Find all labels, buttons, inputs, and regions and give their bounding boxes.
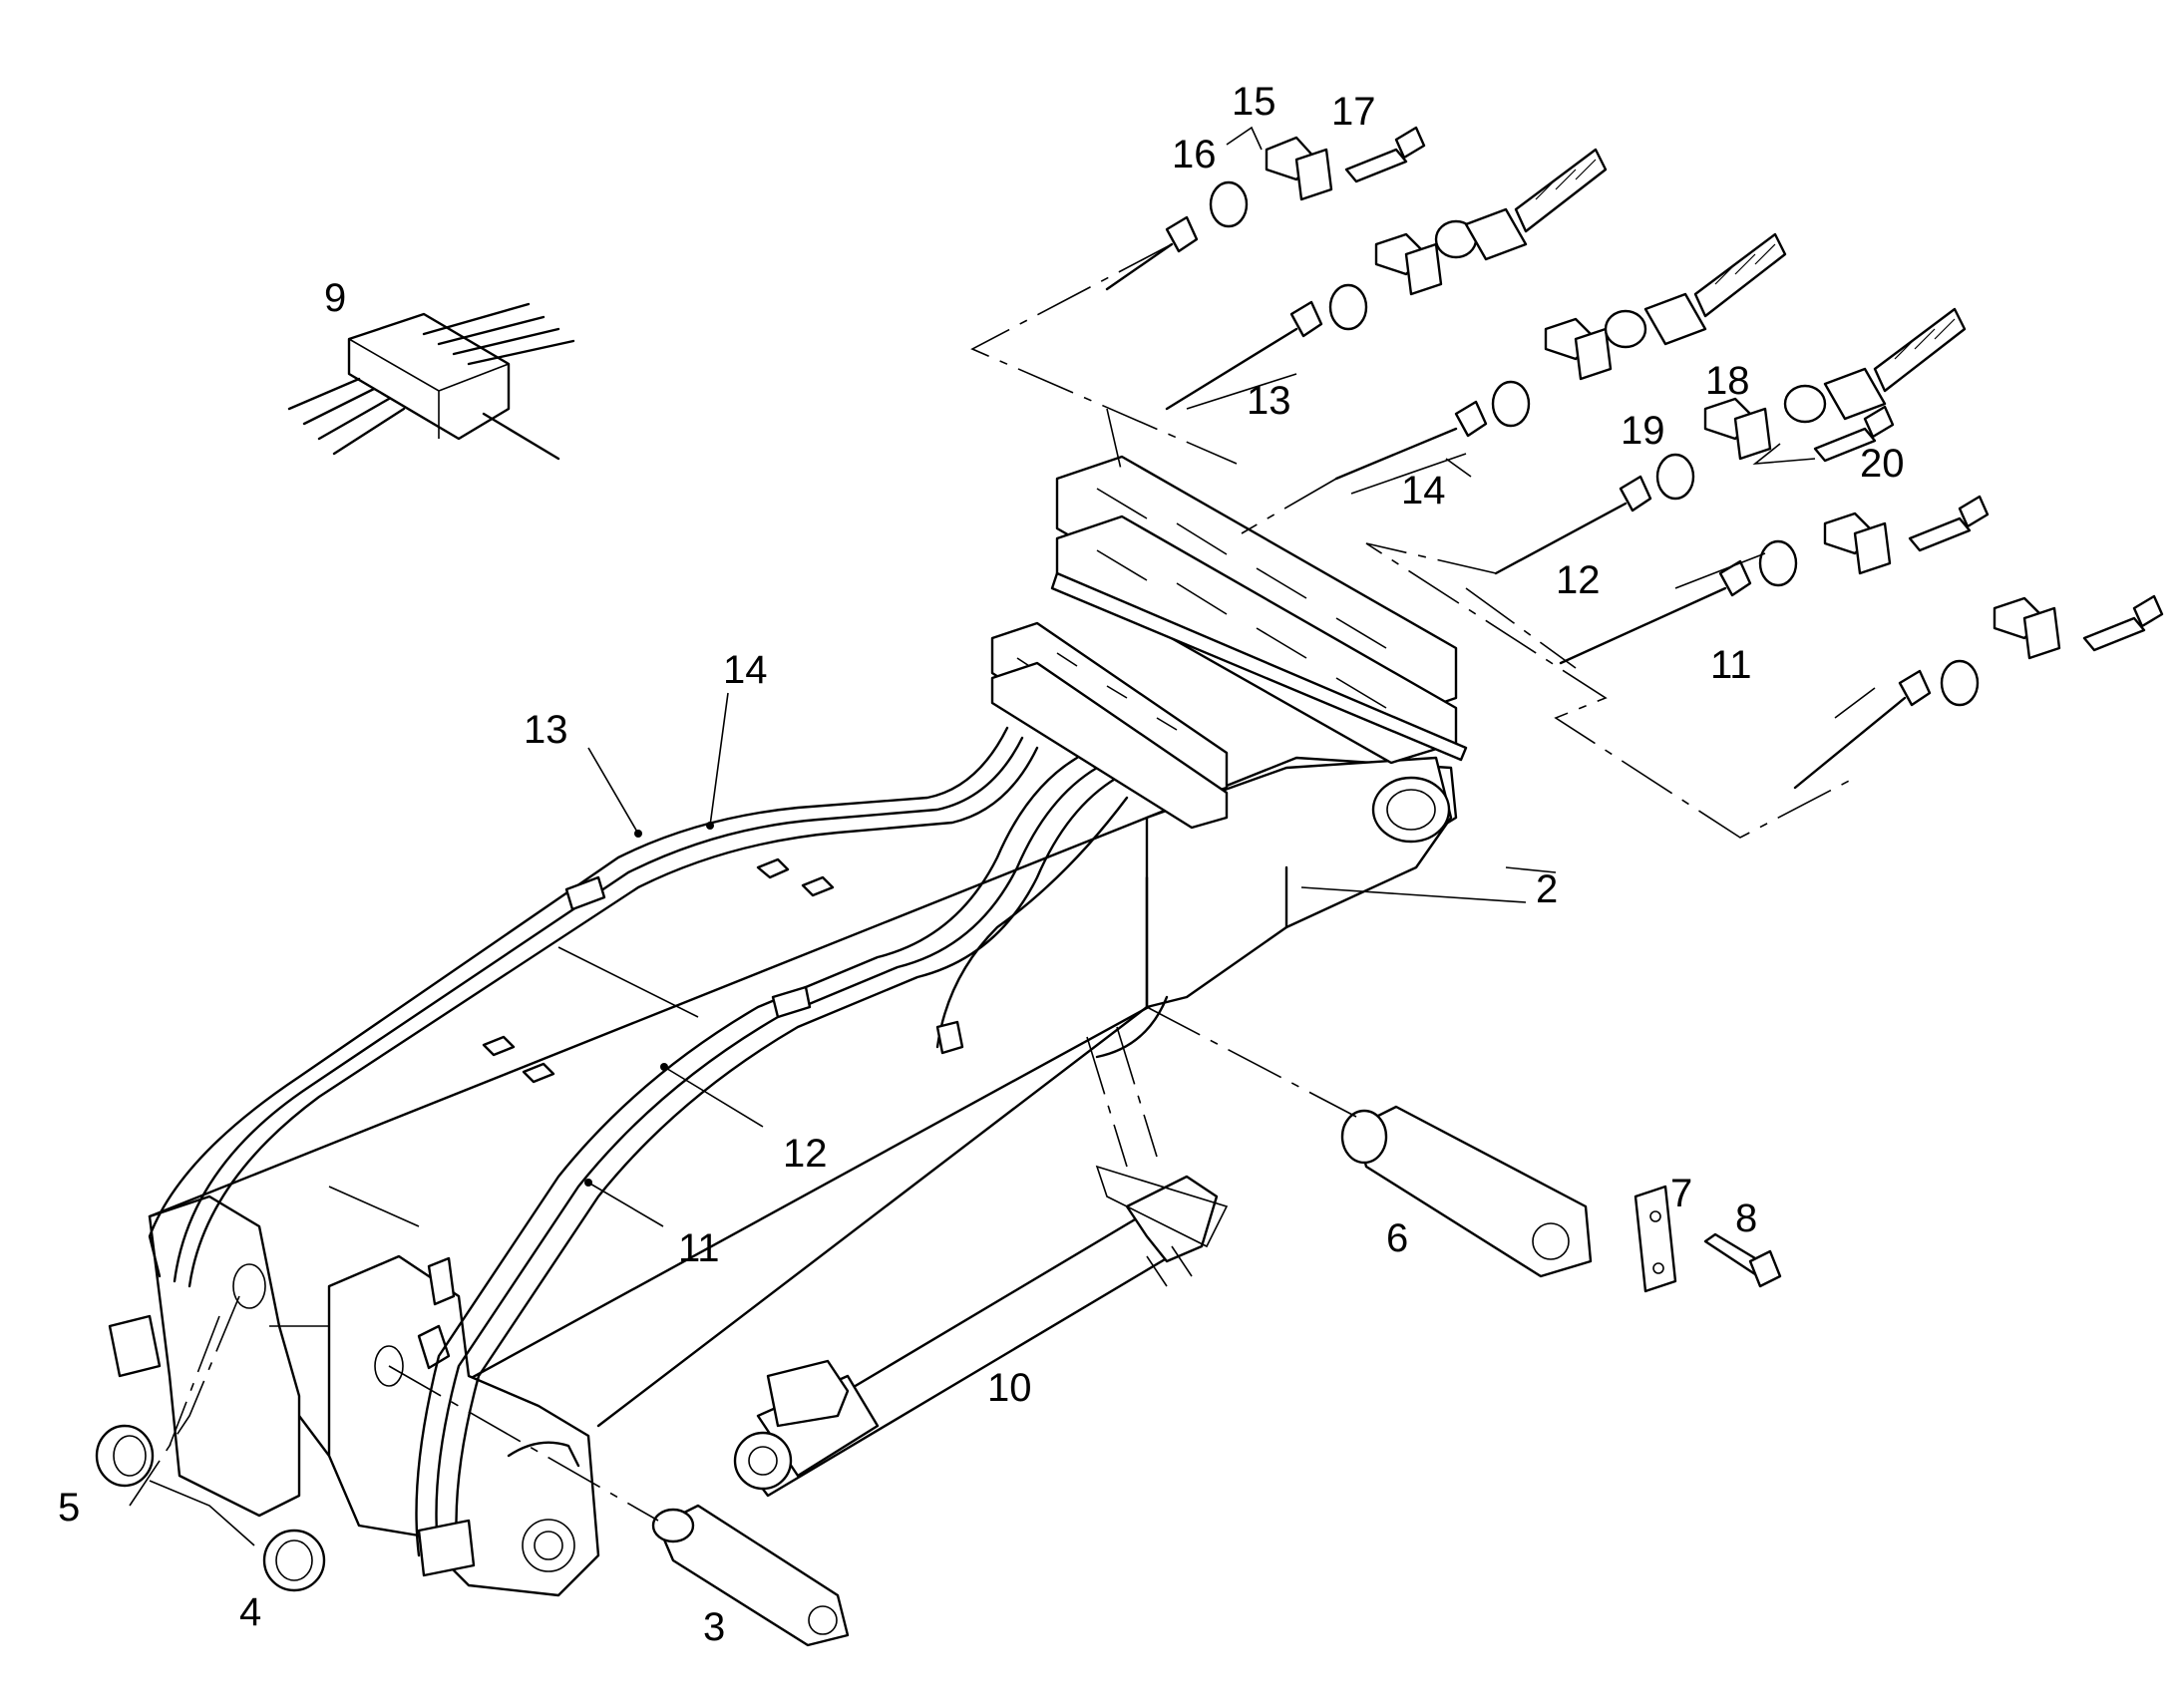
callout-12-right: 12: [1556, 558, 1601, 602]
line-clamp-blocks-lower: [990, 621, 1229, 830]
callout-11-right: 11: [1710, 643, 1752, 687]
pin-6: [1340, 1105, 1593, 1278]
callout-12-boom: 12: [783, 1132, 828, 1176]
leader-lines: [129, 126, 1876, 1546]
boom-arm: [148, 756, 1458, 1597]
callout-2: 2: [1536, 867, 1558, 911]
callout-4: 4: [239, 1590, 261, 1634]
callout-8: 8: [1735, 1196, 1757, 1240]
callout-13-top: 13: [1247, 379, 1291, 423]
manifold-block: [287, 302, 575, 461]
pin-3: [651, 1504, 850, 1647]
seal-5: [95, 1424, 155, 1488]
callout-10: 10: [987, 1366, 1032, 1410]
callout-9: 9: [324, 276, 346, 320]
hydraulic-lines: [108, 726, 1129, 1577]
callout-18: 18: [1705, 359, 1750, 403]
bolt-8: [1703, 1232, 1782, 1288]
callout-17: 17: [1331, 90, 1376, 134]
callout-20: 20: [1860, 442, 1905, 486]
plate-7: [1634, 1185, 1677, 1293]
callout-7: 7: [1670, 1172, 1692, 1215]
callout-6: 6: [1386, 1216, 1408, 1260]
callout-19: 19: [1621, 409, 1665, 453]
callout-3: 3: [703, 1605, 725, 1649]
callout-14-boom: 14: [723, 648, 768, 692]
line-clamp-blocks-upper: [1050, 455, 1468, 765]
callout-16: 16: [1172, 133, 1217, 176]
callout-15: 15: [1232, 80, 1276, 124]
callout-labels: 2 3 4 5 6 7 8 9 10 11 11 12 12 13 13 14 …: [58, 80, 1905, 1649]
hose-fittings: [1105, 126, 2164, 790]
callout-14-top: 14: [1401, 469, 1446, 512]
callout-11-boom: 11: [678, 1226, 720, 1270]
seal-4: [262, 1529, 326, 1592]
callout-13-boom: 13: [524, 708, 568, 752]
hydraulic-cylinder-10: [733, 1175, 1219, 1498]
callout-5: 5: [58, 1486, 80, 1530]
